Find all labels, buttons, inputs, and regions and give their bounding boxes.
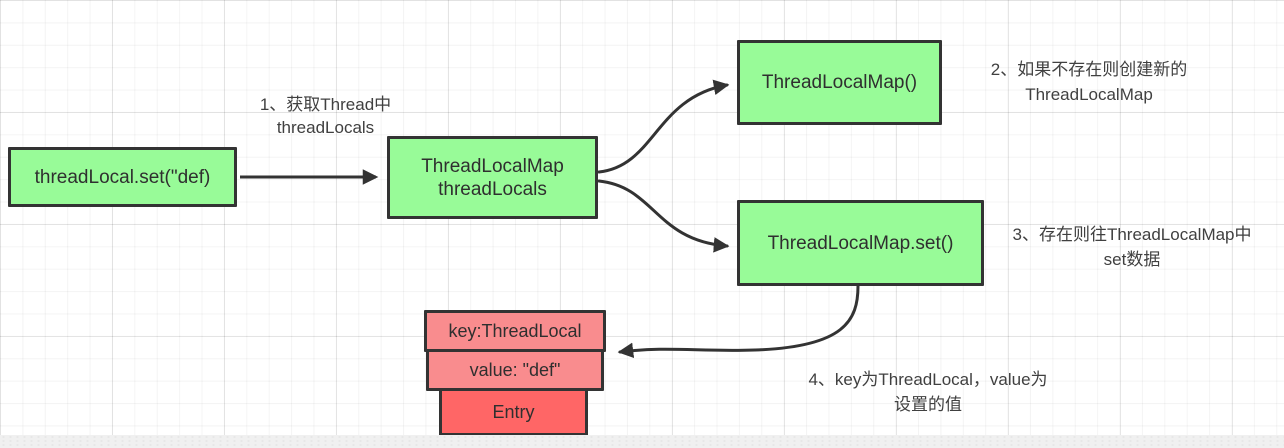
node-map-ctor-label: ThreadLocalMap() [761, 72, 918, 93]
arrow-threadlocals-to-set [597, 179, 730, 253]
annotation-step4-line1: 4、key为ThreadLocal，value为 [808, 370, 1048, 389]
node-entry-key-label: key:ThreadLocal [448, 320, 582, 341]
annotation-step2-line1: 2、如果不存在则创建新的 [990, 60, 1188, 79]
annotation-step3: 3、存在则往ThreadLocalMap中 set数据 [983, 222, 1281, 272]
annotation-step1: 1、获取Thread中 threadLocals [228, 93, 423, 139]
arrow-threadlocals-to-ctor [597, 79, 730, 174]
node-threadlocals-line2: threadLocals [438, 178, 547, 200]
annotation-step3-line2: set数据 [1103, 250, 1161, 269]
arrow-set-to-entry [617, 284, 860, 359]
node-threadlocalmap-set: ThreadLocalMap.set() [737, 200, 984, 286]
annotation-step4: 4、key为ThreadLocal，value为 设置的值 [786, 367, 1070, 417]
node-threadlocalmap-constructor: ThreadLocalMap() [737, 40, 942, 125]
node-map-set-label: ThreadLocalMap.set() [767, 232, 954, 254]
annotation-step3-line1: 3、存在则往ThreadLocalMap中 [1012, 225, 1252, 244]
canvas-bottom-strip [0, 435, 1284, 448]
node-threadlocals-line1: ThreadLocalMap [421, 155, 564, 177]
node-threadlocal-set: threadLocal.set("def) [8, 147, 237, 207]
annotation-step1-line2: threadLocals [276, 118, 375, 137]
node-threadlocal-set-label: threadLocal.set("def) [34, 166, 211, 188]
annotation-step1-line1: 1、获取Thread中 [259, 95, 392, 114]
annotation-step2-line2: ThreadLocalMap [1025, 85, 1153, 104]
node-entry-value-label: value: "def" [469, 359, 561, 380]
node-threadlocalmap-threadlocals: ThreadLocalMap threadLocals [387, 136, 598, 219]
node-entry: Entry [439, 388, 588, 436]
node-entry-label: Entry [492, 401, 535, 422]
annotation-step2: 2、如果不存在则创建新的 ThreadLocalMap [951, 57, 1227, 107]
node-entry-value: value: "def" [426, 349, 604, 391]
node-entry-key: key:ThreadLocal [424, 310, 606, 352]
annotation-step4-line2: 设置的值 [894, 395, 962, 414]
